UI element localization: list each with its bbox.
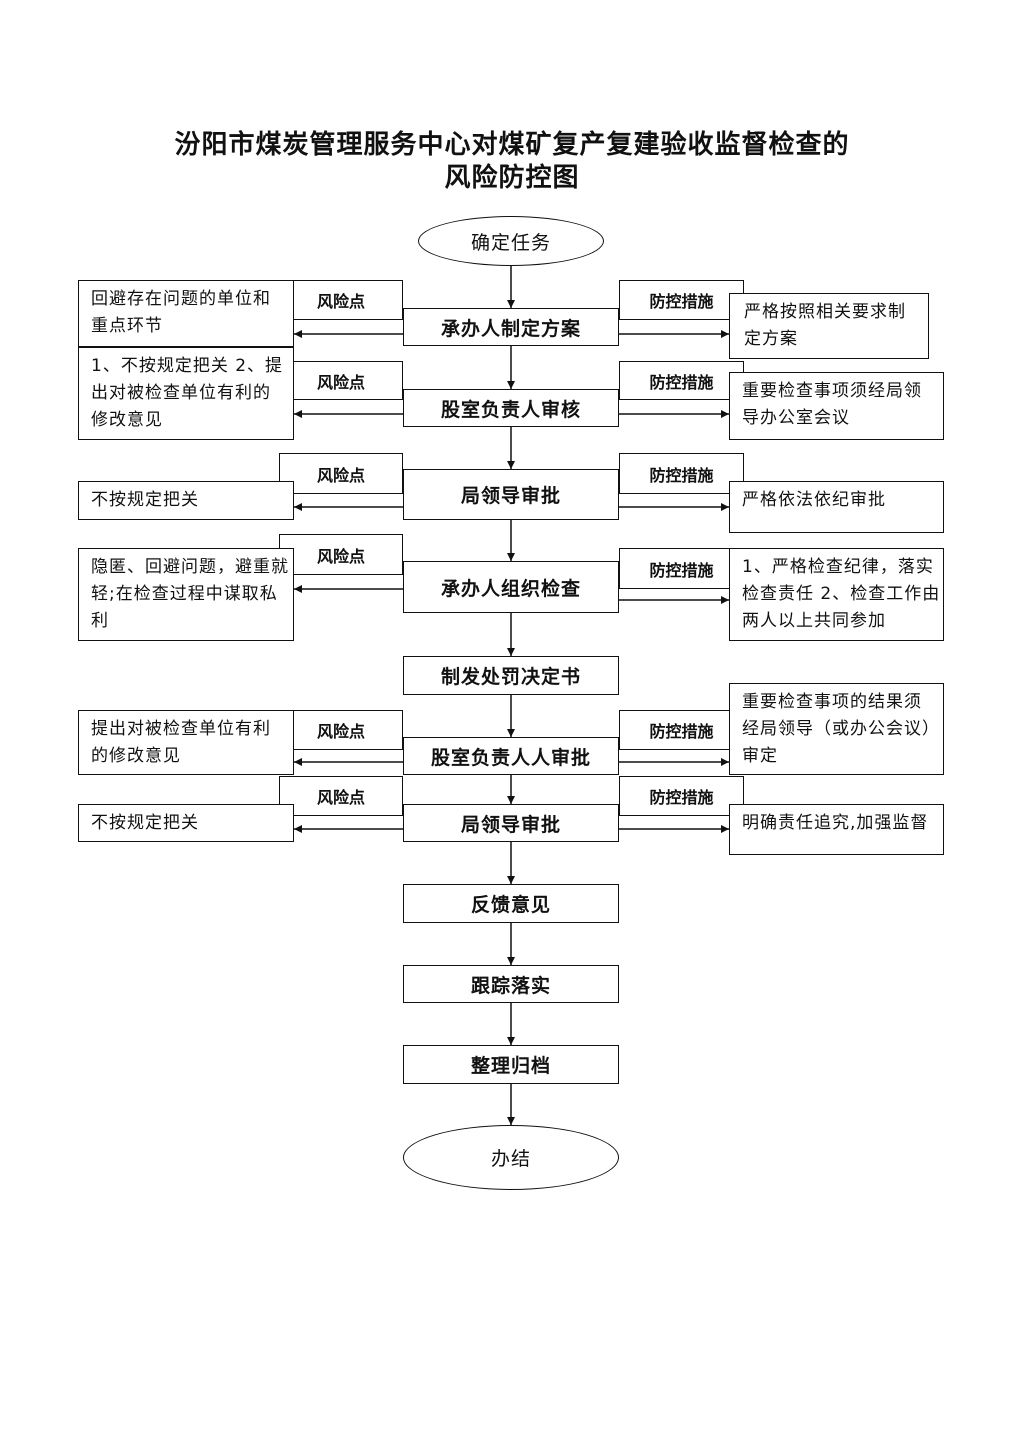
control-label-1: 防控措施 (619, 280, 744, 320)
risk-box-4-line-2: 轻;在检查过程中谋取私 (91, 584, 278, 604)
step-8: 反馈意见 (403, 884, 619, 923)
risk-label-6: 风险点 (279, 776, 403, 816)
risk-label-1: 风险点 (279, 280, 403, 320)
control-box-5-line-2: 经局领导（或办公会议） (742, 719, 940, 739)
risk-box-6-line-1: 不按规定把关 (91, 813, 199, 833)
risk-box-2-line-1: 1、不按规定把关 2、提 (91, 356, 284, 376)
control-box-2-line-1: 重要检查事项须经局领 (742, 381, 922, 401)
control-label-2: 防控措施 (619, 361, 744, 400)
control-box-6: 明确责任追究,加强监督 (729, 804, 944, 855)
control-label-3: 防控措施 (619, 453, 744, 494)
control-box-3-line-1: 严格依法依纪审批 (742, 490, 886, 510)
risk-box-1-line-1: 回避存在问题的单位和 (91, 289, 271, 309)
risk-label-5: 风险点 (279, 710, 403, 750)
step-1: 承办人制定方案 (403, 308, 619, 346)
risk-box-2-line-2: 出对被检查单位有利的 (91, 383, 271, 403)
control-box-1-line-2: 定方案 (744, 329, 798, 349)
control-box-2: 重要检查事项须经局领 导办公室会议 (729, 372, 944, 440)
risk-box-3: 不按规定把关 (78, 481, 294, 520)
control-box-1: 严格按照相关要求制 定方案 (729, 293, 929, 359)
risk-box-6: 不按规定把关 (78, 804, 294, 842)
control-box-4: 1、严格检查纪律，落实 检查责任 2、检查工作由 两人以上共同参加 (729, 548, 944, 641)
title-line-2: 风险防控图 (444, 163, 580, 193)
control-box-1-line-1: 严格按照相关要求制 (744, 302, 906, 322)
control-label-5: 防控措施 (619, 710, 744, 750)
risk-box-4-line-3: 利 (91, 611, 109, 631)
step-7: 局领导审批 (403, 804, 619, 842)
step-5: 制发处罚决定书 (403, 656, 619, 695)
risk-box-5: 提出对被检查单位有利 的修改意见 (78, 710, 294, 775)
risk-box-2-line-3: 修改意见 (91, 410, 163, 430)
step-9: 跟踪落实 (403, 965, 619, 1003)
control-box-6-line-1: 明确责任追究,加强监督 (742, 813, 929, 833)
risk-label-4: 风险点 (279, 534, 403, 575)
title-line-1: 汾阳市煤炭管理服务中心对煤矿复产复建验收监督检查的 (174, 130, 850, 160)
risk-label-2: 风险点 (279, 361, 403, 400)
step-6: 股室负责人人审批 (403, 737, 619, 775)
risk-box-2: 1、不按规定把关 2、提 出对被检查单位有利的 修改意见 (78, 347, 294, 440)
risk-box-4-line-1: 隐匿、回避问题，避重就 (91, 557, 289, 577)
control-box-3: 严格依法依纪审批 (729, 481, 944, 533)
step-10: 整理归档 (403, 1045, 619, 1084)
control-label-4: 防控措施 (619, 548, 744, 589)
control-label-6: 防控措施 (619, 776, 744, 816)
risk-box-1: 回避存在问题的单位和 重点环节 (78, 280, 294, 347)
risk-label-3: 风险点 (279, 453, 403, 494)
control-box-5-line-3: 审定 (742, 746, 778, 766)
control-box-2-line-2: 导办公室会议 (742, 408, 850, 428)
control-box-5: 重要检查事项的结果须 经局领导（或办公会议） 审定 (729, 683, 944, 775)
risk-box-1-line-2: 重点环节 (91, 316, 163, 336)
start-node: 确定任务 (418, 216, 604, 266)
control-box-4-line-1: 1、严格检查纪律，落实 (742, 557, 934, 577)
control-box-4-line-2: 检查责任 2、检查工作由 (742, 584, 941, 604)
control-box-4-line-3: 两人以上共同参加 (742, 611, 886, 631)
risk-box-3-line-1: 不按规定把关 (91, 490, 199, 510)
step-4: 承办人组织检查 (403, 561, 619, 613)
step-3: 局领导审批 (403, 469, 619, 520)
step-2: 股室负责人审核 (403, 389, 619, 427)
control-box-5-line-1: 重要检查事项的结果须 (742, 692, 922, 712)
risk-box-5-line-1: 提出对被检查单位有利 (91, 719, 271, 739)
risk-box-4: 隐匿、回避问题，避重就 轻;在检查过程中谋取私 利 (78, 548, 294, 641)
end-node: 办结 (403, 1125, 619, 1190)
risk-box-5-line-2: 的修改意见 (91, 746, 181, 766)
